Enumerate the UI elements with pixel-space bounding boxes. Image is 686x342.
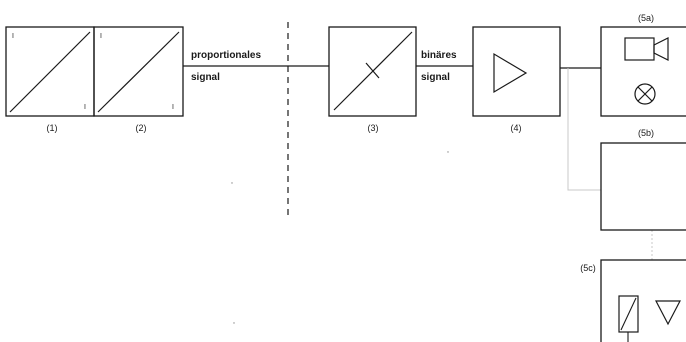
wire-branch-to-block5b (567, 68, 601, 191)
block-1-label: (1) (47, 123, 58, 133)
block-2-bottom-mark: I (172, 104, 174, 111)
block-4: (4) (472, 26, 561, 133)
binary-signal-line1: binäres (421, 50, 457, 61)
lamp-icon (634, 83, 656, 105)
block-1-top-mark: I (12, 33, 14, 40)
block-2-top-mark: I (100, 33, 102, 40)
block-1-bottom-mark: I (84, 104, 86, 111)
block-3-frame (328, 26, 417, 117)
block-2-frame (93, 26, 184, 117)
scan-speck (233, 322, 235, 324)
block-2-diagonal-icon (97, 31, 180, 113)
block-1-diagonal-icon (9, 31, 91, 113)
block-2-label: (2) (136, 123, 147, 133)
block-5a: (5a) (600, 13, 686, 117)
block-5b: (5b) (600, 128, 686, 231)
block-1: I I (1) (5, 26, 95, 133)
block-3: (3) (328, 26, 417, 133)
block-3-cross-mark-icon (365, 62, 380, 79)
block-3-label: (3) (368, 123, 379, 133)
block-5c-label: (5c) (580, 263, 596, 273)
block-4-frame (472, 26, 561, 117)
relay-icon (618, 295, 639, 342)
block-5a-label: (5a) (638, 13, 654, 23)
binary-signal-line2: signal (421, 72, 450, 83)
scan-speck (447, 151, 449, 153)
amplifier-triangle-icon (493, 52, 528, 94)
scan-speck (231, 182, 233, 184)
triangle-down-icon (655, 300, 681, 326)
block-5c-frame (600, 259, 686, 342)
block-5b-frame (600, 142, 686, 231)
block-2: I I (2) (93, 26, 184, 133)
block-5c: (5c) (580, 259, 686, 342)
proportional-signal-line1: proportionales (191, 50, 261, 61)
camera-icon-body (624, 37, 655, 61)
block-5b-label: (5b) (638, 128, 654, 138)
block-4-label: (4) (511, 123, 522, 133)
block-5a-frame (600, 26, 686, 117)
camera-icon (653, 37, 669, 61)
proportional-signal-line2: signal (191, 72, 220, 83)
